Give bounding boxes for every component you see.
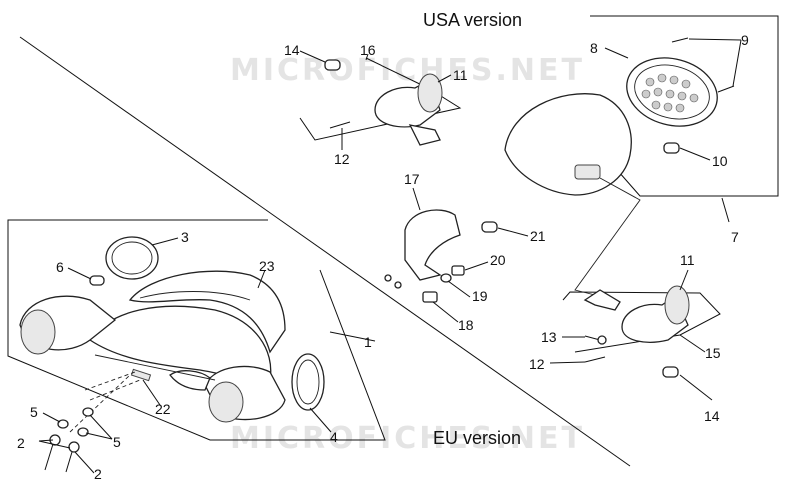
- screw-part-9b: [717, 85, 735, 93]
- callout-12-lower: 12: [529, 356, 545, 372]
- washer-part-5a: [57, 419, 69, 429]
- callout-16: 16: [360, 42, 376, 58]
- bulb-part-6: [89, 275, 105, 286]
- usa-version-title: USA version: [423, 10, 522, 30]
- lens-part-4: [291, 353, 325, 411]
- indicator-housing-upper-part: [374, 73, 443, 146]
- wiring-connector-part: [130, 368, 152, 382]
- version-divider-line: [19, 36, 631, 467]
- callout-17: 17: [404, 171, 420, 187]
- screw-part-2b: [65, 441, 80, 473]
- callout-11-upper: 11: [453, 67, 468, 83]
- eu-assembly-frame: [7, 219, 386, 441]
- rear-cover-part: [128, 270, 286, 354]
- bulb-part-21: [481, 221, 498, 233]
- callout-20: 20: [490, 252, 506, 268]
- nut-part-17a: [384, 274, 392, 282]
- nut-part-17b: [394, 281, 402, 289]
- callout-1: 1: [364, 334, 372, 350]
- callout-5-left: 5: [30, 404, 38, 420]
- callout-10: 10: [712, 153, 728, 169]
- bulb-part-10: [663, 142, 680, 154]
- indicator-housing-lower-part: [583, 285, 690, 343]
- bulb-part-14-lower: [662, 366, 679, 378]
- callout-13: 13: [541, 329, 557, 345]
- callout-5-right: 5: [113, 434, 121, 450]
- tail-lamp-part-8: [626, 57, 718, 127]
- usa-assembly-frame: [590, 15, 779, 197]
- wiring-harness: [574, 177, 641, 301]
- callout-21: 21: [530, 228, 546, 244]
- callout-14-lower: 14: [704, 408, 720, 424]
- callout-6: 6: [56, 259, 64, 275]
- watermark-top: MICROFICHES.NET: [230, 53, 585, 88]
- callout-4: 4: [330, 429, 338, 445]
- upper-indicator-frame: [299, 57, 462, 141]
- callout-22: 22: [155, 401, 171, 417]
- screw-part-12-upper: [329, 121, 351, 129]
- callout-23: 23: [259, 258, 275, 274]
- lens-part-3: [105, 236, 159, 280]
- callout-2-left: 2: [17, 435, 25, 451]
- callout-15: 15: [705, 345, 721, 361]
- bracket-part-17: [404, 209, 461, 281]
- callout-7: 7: [731, 229, 739, 245]
- callout-9: 9: [741, 32, 749, 48]
- usa-turn-signal-body-part: [504, 93, 632, 196]
- nut-part-18: [422, 291, 438, 303]
- callout-14-upper: 14: [284, 42, 300, 58]
- eu-turn-signal-body-part: [19, 295, 286, 423]
- callout-2-right: 2: [94, 466, 102, 482]
- screw-guide-lines: [69, 371, 141, 433]
- screw-part-9a: [671, 37, 689, 43]
- callout-12-upper: 12: [334, 151, 350, 167]
- bulb-part-14-upper: [324, 59, 341, 71]
- callout-11-lower: 11: [680, 252, 695, 268]
- washer-part-5c: [77, 427, 89, 437]
- leader-lines: [38, 38, 742, 474]
- callout-8: 8: [590, 40, 598, 56]
- callout-3: 3: [181, 229, 189, 245]
- washer-part-19: [440, 273, 452, 283]
- eu-version-title: EU version: [433, 428, 521, 448]
- screw-part-12-lower: [584, 356, 606, 363]
- washer-part-5b: [82, 407, 94, 417]
- bolt-part-20: [451, 265, 465, 276]
- watermark-bottom: MICROFICHES.NET: [230, 421, 585, 456]
- callout-18: 18: [458, 317, 474, 333]
- bolt-part-13: [584, 335, 607, 345]
- callout-19: 19: [472, 288, 488, 304]
